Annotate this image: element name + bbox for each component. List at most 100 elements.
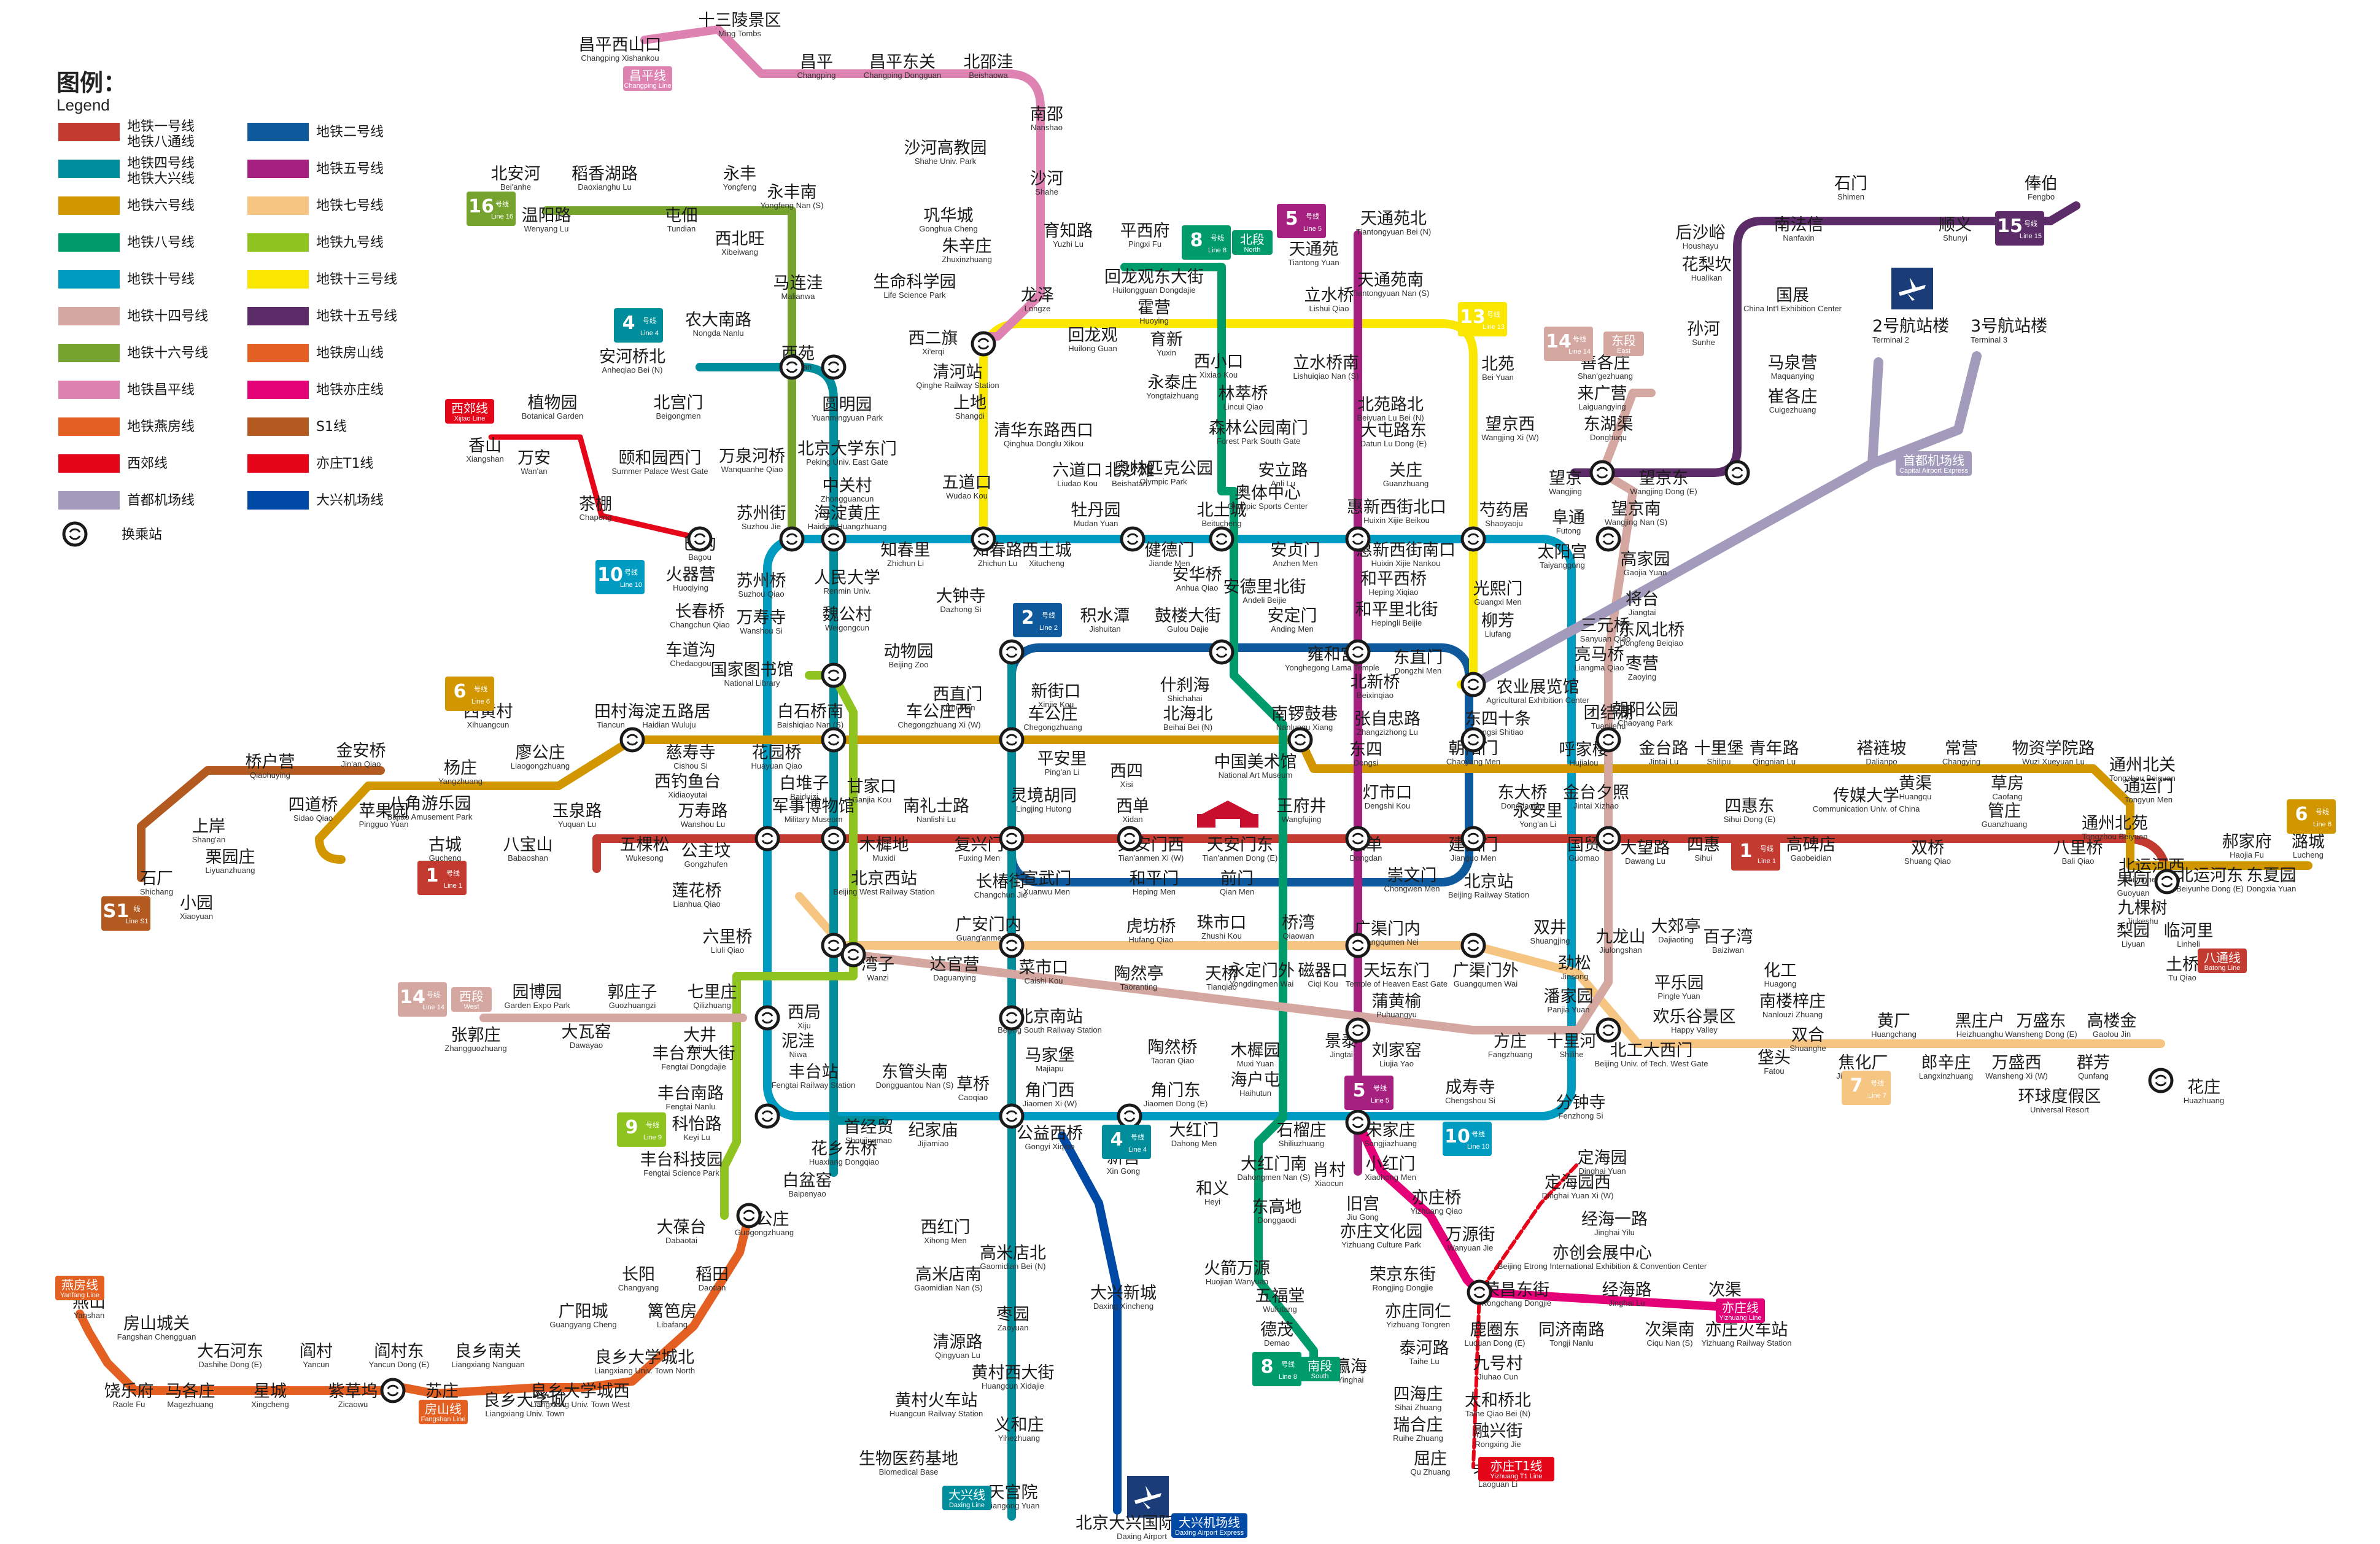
transfer-station-icon[interactable] [971, 331, 996, 357]
transfer-station-icon[interactable] [2154, 869, 2180, 894]
transfer-station-icon[interactable] [754, 1005, 780, 1031]
transfer-station-icon[interactable] [1460, 826, 1486, 852]
transfer-station-icon[interactable] [1460, 727, 1486, 753]
transfer-station-icon[interactable] [999, 639, 1025, 665]
transfer-station-icon[interactable] [821, 727, 847, 753]
transfer-station-icon[interactable] [999, 727, 1025, 753]
transfer-station-icon[interactable] [2148, 1068, 2174, 1093]
transfer-station-icon[interactable] [1345, 1109, 1371, 1135]
transfer-station-icon[interactable] [1595, 1017, 1621, 1043]
transfer-station-icon[interactable] [821, 662, 847, 688]
transfer-station-icon[interactable] [1345, 826, 1371, 852]
transfer-station-icon[interactable] [1287, 727, 1313, 753]
transfer-station-icon[interactable] [1589, 460, 1615, 486]
transfer-station-icon[interactable] [1460, 526, 1486, 552]
